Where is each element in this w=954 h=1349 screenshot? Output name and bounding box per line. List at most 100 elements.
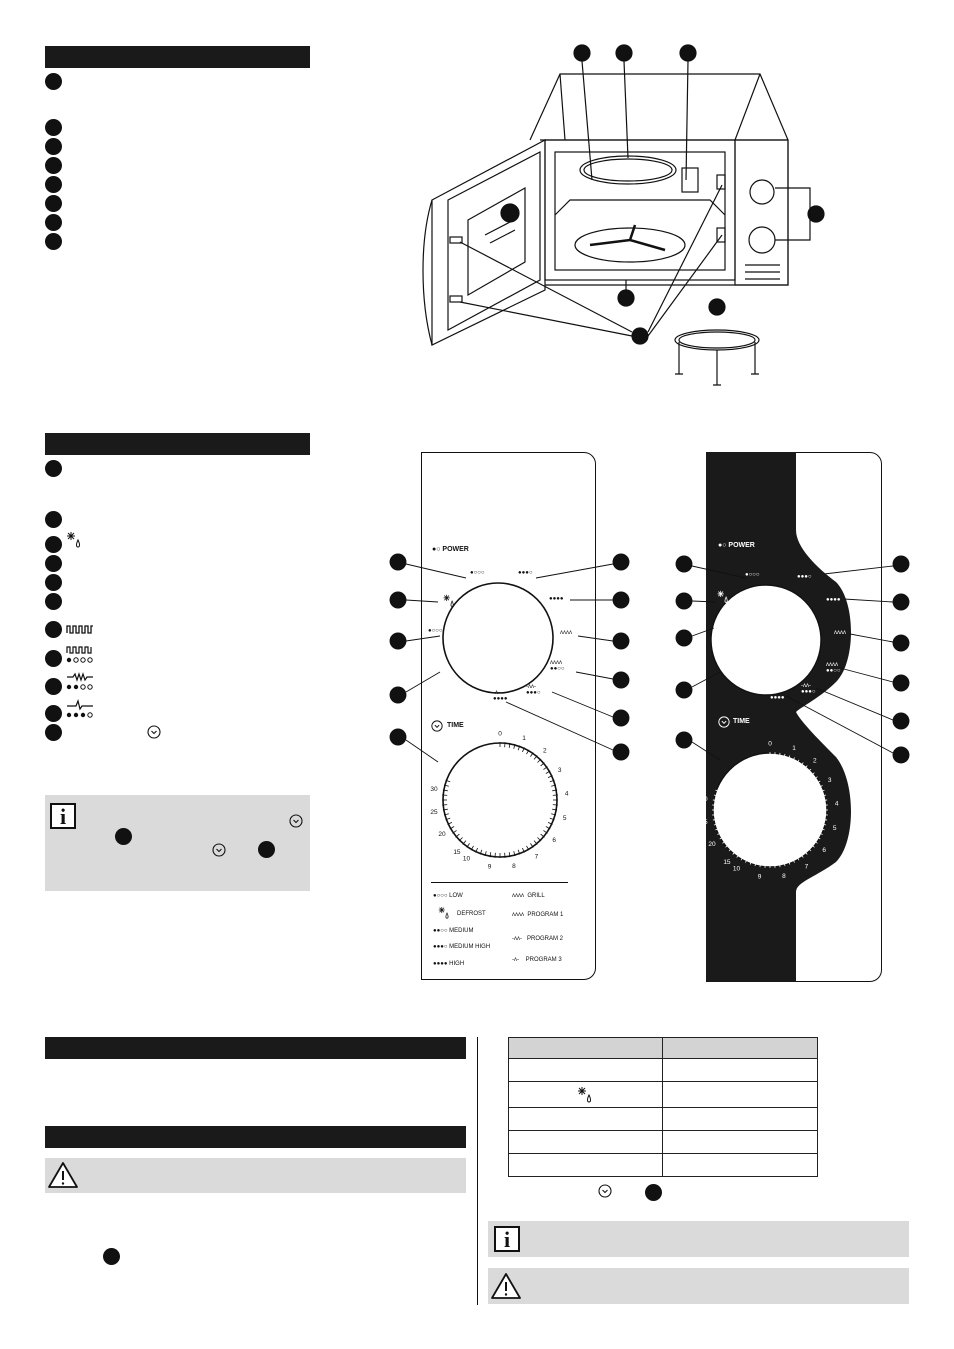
item-marker xyxy=(45,593,62,610)
legend-divider xyxy=(431,882,568,883)
table-cell xyxy=(662,1058,818,1082)
timer-tick xyxy=(740,855,744,861)
table-cell xyxy=(508,1058,663,1082)
timer-tick xyxy=(712,799,718,802)
timer-tick xyxy=(551,784,557,787)
program1-icon xyxy=(66,646,93,663)
timer-tick xyxy=(715,789,721,793)
timer-tick xyxy=(822,818,828,821)
timer-tick xyxy=(732,850,737,855)
timer-tick xyxy=(540,762,545,767)
timer-tick xyxy=(443,784,449,787)
power-label: ●○ POWER xyxy=(432,546,469,553)
callouts-dark-panel xyxy=(675,555,910,764)
timer-number: 30 xyxy=(430,786,438,793)
item-marker xyxy=(45,157,62,174)
clock-icon xyxy=(598,1184,612,1198)
warning-note xyxy=(488,1268,909,1304)
clock-icon xyxy=(147,725,161,739)
timer-number: 9 xyxy=(488,864,492,871)
timer-tick xyxy=(745,857,748,863)
timer-tick xyxy=(807,768,812,773)
timer-tick xyxy=(822,799,828,802)
timer-number: 4 xyxy=(835,800,839,807)
timer-tick xyxy=(719,836,725,840)
timer-tick xyxy=(722,840,727,844)
legend-medium-high: ●●●○ MEDIUM HIGH xyxy=(433,944,491,950)
table-cell xyxy=(508,1153,663,1177)
setting-medlow: ●○○○ xyxy=(428,628,443,634)
legend-low: ●○○○ LOW xyxy=(433,893,463,899)
setting-low: ●○○○ xyxy=(470,570,485,576)
timer-tick xyxy=(813,776,818,780)
timer-tick xyxy=(455,833,460,838)
timer-tick xyxy=(489,852,492,858)
table-cell xyxy=(662,1153,818,1177)
table-cell xyxy=(662,1081,818,1108)
timer-number: 6 xyxy=(552,837,556,844)
timer-number: 0 xyxy=(768,741,772,748)
info-icon: i xyxy=(50,803,76,829)
timer-tick xyxy=(522,847,525,853)
timer-tick xyxy=(462,840,467,845)
timer-tick xyxy=(517,849,521,855)
timer-tick xyxy=(783,753,786,759)
timer-tick xyxy=(543,766,548,770)
timer-tick xyxy=(475,847,478,853)
setting-prog2: -ʌʌ-●●●○ xyxy=(526,684,541,696)
clock-icon xyxy=(431,720,443,732)
timer-number: 0 xyxy=(498,731,502,738)
timer-tick xyxy=(725,843,730,848)
control-panel-dark xyxy=(706,452,851,982)
timer-number: 10 xyxy=(463,856,471,863)
defrost-icon xyxy=(438,907,449,919)
item-marker xyxy=(258,841,275,858)
timer-tick xyxy=(530,843,534,848)
table-cell xyxy=(508,1107,663,1131)
timer-tick xyxy=(545,826,551,830)
timer-tick xyxy=(458,837,463,842)
timer-tick xyxy=(445,779,451,783)
setting-prog3: -ʌ-●●●● xyxy=(493,690,508,702)
timer-tick xyxy=(484,851,487,857)
clock-icon xyxy=(289,814,303,828)
legend-high: ●●●● HIGH xyxy=(433,961,465,967)
timer-tick xyxy=(537,758,542,763)
item-marker xyxy=(45,621,62,638)
timer-tick xyxy=(513,851,516,857)
program3-icon xyxy=(66,699,93,718)
table-cell xyxy=(508,1130,663,1154)
timer-tick xyxy=(540,833,545,838)
timer-number: 8 xyxy=(782,873,786,880)
legend-program3: -ʌ- PROGRAM 3 xyxy=(512,957,562,963)
timer-tick xyxy=(470,845,474,851)
timer-tick xyxy=(549,779,555,783)
timer-tick xyxy=(530,752,534,757)
setting-prog1: ʌʌʌʌ●●○○ xyxy=(550,660,565,672)
microwave-illustration xyxy=(422,44,825,386)
power-table xyxy=(508,1037,818,1177)
timer-number: 2 xyxy=(813,758,817,765)
timer-tick xyxy=(819,827,825,831)
timer-number: 25 xyxy=(430,809,438,816)
setting-dark: -ʌʌ-●●●○ xyxy=(801,683,816,695)
timer-tick xyxy=(736,853,740,858)
section-header-control-panel xyxy=(45,433,310,455)
timer-number: 20 xyxy=(708,841,716,848)
clock-icon xyxy=(718,716,730,728)
timer-tick xyxy=(445,817,451,821)
info-note xyxy=(488,1221,909,1257)
item-marker xyxy=(115,828,132,845)
timer-tick xyxy=(749,859,753,865)
timer-tick xyxy=(447,822,453,825)
setting-dark: ʌʌʌʌ xyxy=(834,630,846,636)
timer-tick xyxy=(526,749,530,755)
warning-note xyxy=(45,1158,466,1193)
legend-program1: ʌʌʌʌ PROGRAM 1 xyxy=(512,912,564,918)
timer-tick xyxy=(810,843,815,848)
timer-tick xyxy=(551,813,557,816)
timer-tick xyxy=(552,789,558,792)
timer-tick xyxy=(815,780,821,784)
timer-number: 6 xyxy=(822,847,826,854)
